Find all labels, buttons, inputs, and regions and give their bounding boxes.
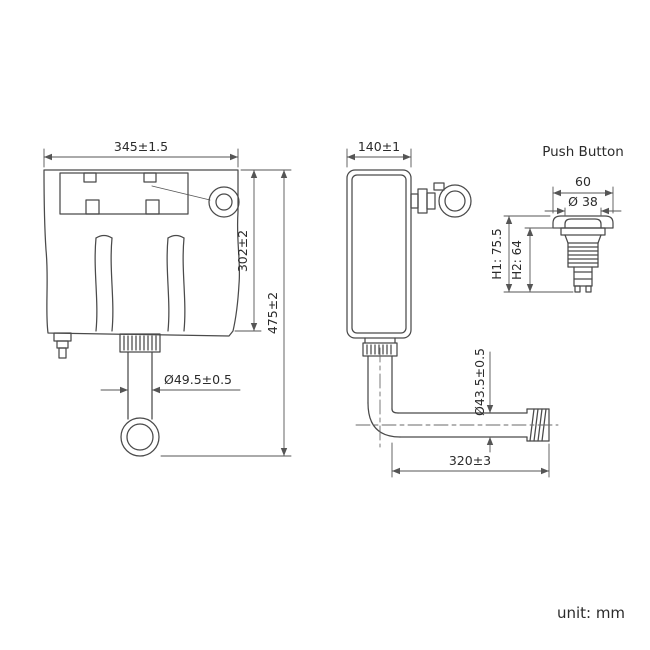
dim-width-front: 345±1.5 bbox=[114, 139, 168, 154]
inlet-fitting bbox=[53, 332, 72, 359]
dim-outlet-diameter: Ø49.5±0.5 bbox=[164, 372, 232, 387]
flush-pipe-side bbox=[367, 355, 550, 442]
front-view-tank-outline bbox=[43, 169, 241, 457]
unit-label: unit: mm bbox=[557, 604, 625, 622]
side-view-tank bbox=[346, 169, 559, 448]
flush-outlet-thread bbox=[119, 333, 161, 353]
push-button-detail: Push Button 60 Ø 38 bbox=[490, 144, 624, 293]
front-view-dimensions: 345±1.5 302±2 475±2 Ø49.5±0.5 bbox=[43, 139, 292, 457]
dim-body-height: 302±2 bbox=[235, 230, 250, 272]
dim-pipe-diameter: Ø43.5±0.5 bbox=[472, 348, 487, 416]
tank-access-opening bbox=[59, 172, 189, 215]
push-button-body bbox=[552, 215, 614, 293]
dim-depth: 140±1 bbox=[358, 139, 400, 154]
dim-button-h2: H2: 64 bbox=[510, 240, 524, 280]
dim-button-h1: H1: 75.5 bbox=[490, 228, 504, 279]
side-view-dimensions: 140±1 Ø43.5±0.5 320±3 bbox=[346, 139, 550, 478]
flush-pipe-front bbox=[120, 351, 160, 457]
push-button-title: Push Button bbox=[542, 144, 624, 160]
dim-total-height: 475±2 bbox=[265, 292, 280, 334]
inlet-grommet bbox=[208, 186, 240, 218]
grommet-leader-line bbox=[151, 185, 211, 201]
dim-button-diameter: Ø 38 bbox=[568, 194, 598, 209]
dim-pipe-length: 320±3 bbox=[449, 453, 491, 468]
actuator-assembly bbox=[410, 182, 472, 218]
dim-button-width: 60 bbox=[575, 174, 591, 189]
